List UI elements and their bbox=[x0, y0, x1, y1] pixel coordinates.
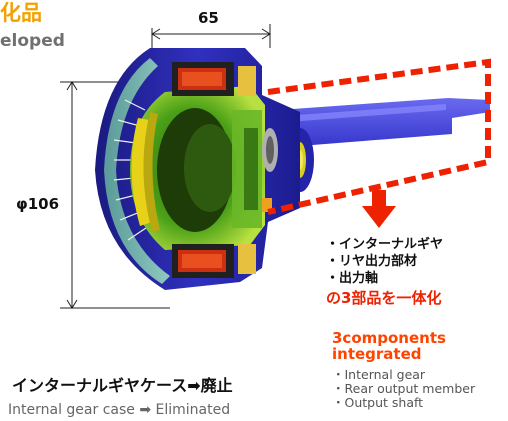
components-en-title-line1: 3components bbox=[332, 329, 446, 347]
subtitle-fragment: eloped bbox=[0, 31, 65, 51]
components-en-item: ・Internal gear bbox=[332, 367, 426, 382]
internal-gear-housing bbox=[95, 48, 300, 290]
case-note-en: Internal gear case ➡ Eliminated bbox=[8, 402, 231, 418]
integrated-part-outline bbox=[267, 58, 491, 215]
diameter-dimension-label: φ106 bbox=[16, 195, 60, 213]
components-en-title-line2: integrated bbox=[332, 345, 422, 363]
callout-arrow-icon bbox=[362, 190, 396, 228]
components-jp-list: ・インターナルギヤ ・リヤ出力部材 ・出力軸 の3部品を一体化 bbox=[326, 236, 443, 308]
components-jp-item: ・インターナルギヤ bbox=[326, 237, 444, 252]
components-jp-summary: の3部品を一体化 bbox=[326, 289, 442, 307]
case-note-jp: インターナルギヤケース➡廃止 bbox=[12, 376, 233, 395]
components-en-block: 3components integrated ・Internal gear ・R… bbox=[332, 330, 475, 410]
components-en-item: ・Output shaft bbox=[332, 395, 424, 410]
components-jp-item: ・リヤ出力部材 bbox=[326, 254, 418, 269]
components-jp-item: ・出力軸 bbox=[326, 271, 379, 286]
length-dimension-label: 65 bbox=[198, 9, 219, 27]
title-fragment: 化品 bbox=[0, 1, 42, 25]
components-en-item: ・Rear output member bbox=[332, 381, 476, 396]
